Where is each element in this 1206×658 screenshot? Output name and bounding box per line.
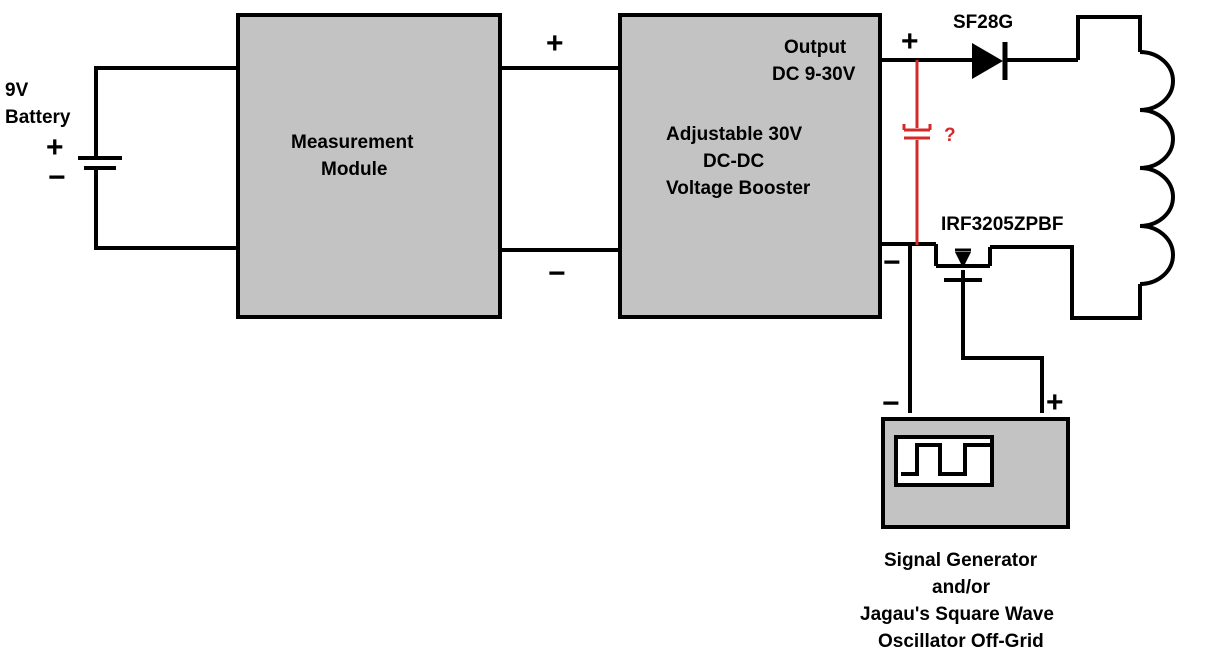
output-plus-sign: + — [901, 25, 919, 58]
signal-generator-minus-sign: − — [882, 387, 900, 420]
signal-generator-plus-sign: + — [1046, 386, 1064, 419]
measurement-module-label-line1: Measurement — [291, 132, 414, 153]
signal-generator-caption-line2: and/or — [932, 577, 991, 598]
battery-wiring — [94, 66, 238, 250]
capacitor-question-mark: ? — [944, 125, 956, 146]
booster-title-line2: DC-DC — [703, 151, 764, 172]
inductor-coil — [1139, 50, 1175, 286]
battery-label-voltage: 9V — [5, 80, 29, 101]
battery-minus-sign: − — [48, 161, 66, 194]
mosfet-symbol — [934, 244, 992, 282]
signal-generator-caption-line4: Oscillator Off-Grid — [878, 631, 1044, 652]
output-minus-sign: − — [883, 246, 901, 279]
booster-output-label: Output — [784, 37, 847, 58]
booster-title-line3: Voltage Booster — [666, 178, 811, 199]
mosfet-label: IRF3205ZPBF — [941, 214, 1063, 235]
battery-label-name: Battery — [5, 107, 71, 128]
link-minus-sign: − — [548, 257, 566, 290]
output-wiring — [880, 15, 1142, 413]
measurement-module-block — [236, 13, 502, 319]
booster-title-line1: Adjustable 30V — [666, 124, 803, 145]
diode-symbol — [972, 42, 1008, 80]
link-plus-sign: + — [546, 27, 564, 60]
signal-generator-caption-line3: Jagau's Square Wave — [860, 604, 1054, 625]
battery-plus-sign: + — [46, 131, 64, 164]
diode-label: SF28G — [953, 12, 1013, 33]
square-wave-icon — [901, 443, 990, 476]
booster-output-range: DC 9-30V — [772, 64, 856, 85]
capacitor-branch — [902, 60, 932, 245]
voltage-booster-block — [618, 13, 882, 319]
battery-symbol — [78, 156, 122, 170]
module-booster-wires — [500, 66, 620, 252]
measurement-module-label-line2: Module — [321, 159, 388, 180]
signal-generator-caption-line1: Signal Generator — [884, 550, 1038, 571]
